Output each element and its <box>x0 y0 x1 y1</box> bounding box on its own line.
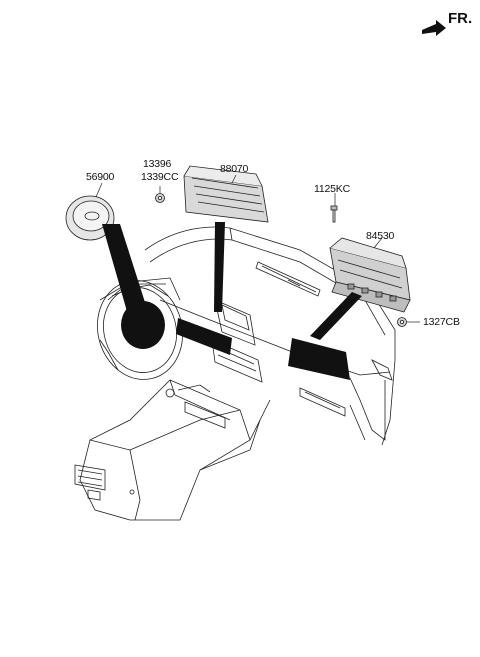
passenger-airbag-part <box>329 237 411 313</box>
airbag-control-module-part <box>183 165 269 223</box>
passenger-airbag-location <box>288 292 362 380</box>
part-label-88070: 88070 <box>220 163 249 175</box>
part-label-1339cc: 1339CC <box>141 171 179 183</box>
part-label-84530: 84530 <box>366 230 395 242</box>
bolt-1125kc-part <box>330 205 338 223</box>
part-label-1327cb: 1327CB <box>423 316 460 328</box>
front-direction-arrow-icon <box>422 20 446 36</box>
dashboard-illustration <box>74 226 396 521</box>
part-label-56900: 56900 <box>86 171 115 183</box>
driver-airbag-part <box>65 195 115 241</box>
control-module-location <box>176 222 232 355</box>
front-direction-label: FR. <box>448 10 473 27</box>
leader-lines <box>95 174 420 323</box>
nut-1339cc-part <box>155 193 165 203</box>
part-label-1125kc: 1125KC <box>314 183 350 195</box>
driver-airbag-location <box>102 224 165 349</box>
nut-1327cb-part <box>397 317 407 327</box>
part-label-13396: 13396 <box>143 158 172 170</box>
